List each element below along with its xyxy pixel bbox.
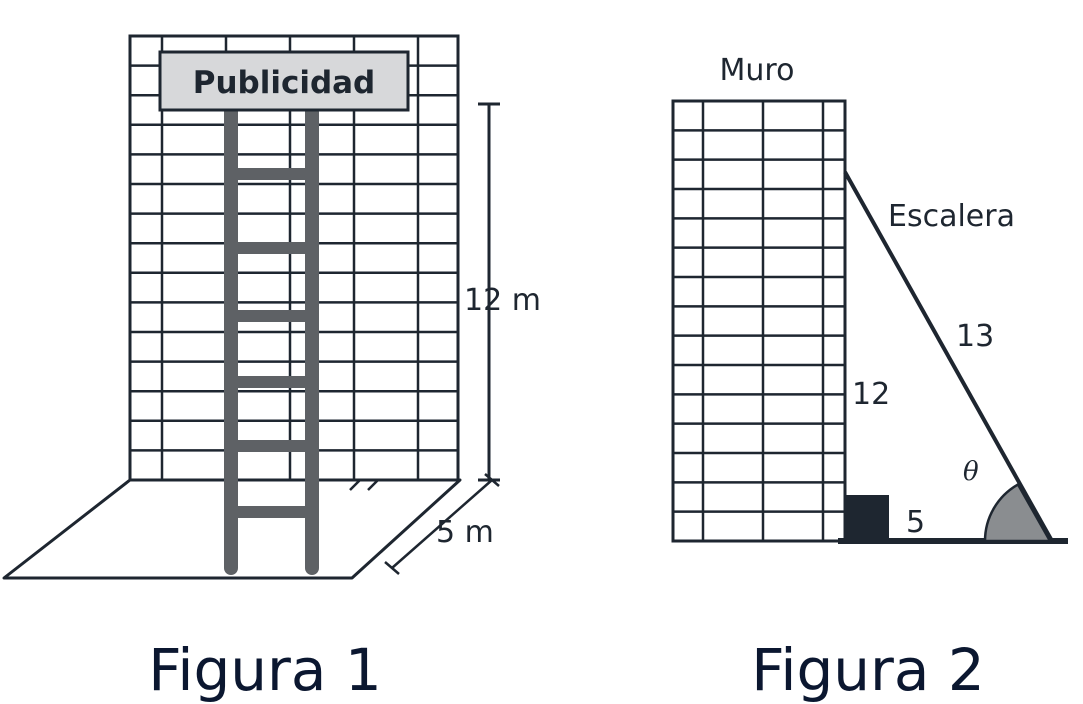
- sign-board: Publicidad: [158, 50, 410, 112]
- height-label-1: 12 m: [464, 283, 541, 318]
- caption-figure-2: Figura 2: [751, 636, 985, 704]
- figure-2: Muro Escalera 13 12 5 θ Figura 2: [671, 53, 1068, 704]
- ladder: [224, 103, 319, 575]
- caption-figure-1: Figura 1: [148, 636, 382, 704]
- right-angle-mark: [845, 495, 889, 541]
- hypotenuse-label: 13: [956, 319, 994, 354]
- base-dimension-1: [349, 473, 500, 575]
- wall-label: Muro: [720, 53, 795, 88]
- height-label-2: 12: [852, 377, 890, 412]
- angle-label: θ: [963, 457, 979, 487]
- figure-1: Publicidad 12 m 5 m Figura 1: [2, 34, 541, 704]
- ladder-line: [843, 171, 1054, 542]
- sign-text: Publicidad: [193, 65, 376, 101]
- angle-sector: [983, 482, 1053, 543]
- brick-wall-2: [671, 99, 847, 543]
- base-label-2: 5: [906, 505, 925, 540]
- height-dimension-1: [478, 102, 500, 482]
- base-label-1: 5 m: [436, 515, 494, 550]
- ladder-label: Escalera: [888, 199, 1015, 234]
